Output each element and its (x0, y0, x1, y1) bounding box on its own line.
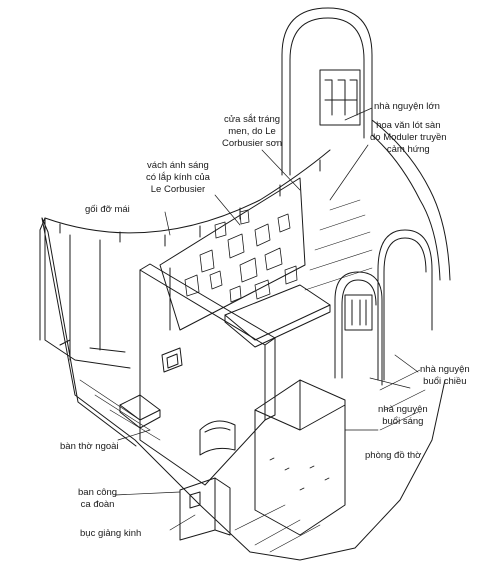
main-chapel-tower (281, 7, 373, 176)
east-wall (371, 134, 441, 281)
label-enamelled-door: cửa sắt tráng men, do Le Corbusier sơn (222, 114, 283, 149)
label-morning-chapel: nhà nguyện buổi sáng (378, 404, 428, 427)
label-outer-altar: bàn thờ ngoài (60, 441, 119, 452)
morning-chapel-tower (334, 271, 383, 386)
light-wall (159, 177, 306, 331)
pulpit (199, 420, 236, 456)
south-wall (44, 149, 331, 234)
leader-lines (114, 107, 419, 531)
sacristy-openings (269, 457, 330, 491)
afternoon-chapel-tower (377, 229, 433, 381)
floor-paving (79, 199, 426, 553)
choir-balcony (179, 477, 216, 541)
label-sacristy: phòng đồ thờ (365, 450, 422, 461)
label-afternoon-chapel: nhà nguyện buổi chiều (420, 364, 470, 387)
label-choir-balcony: ban công ca đoàn (78, 487, 118, 510)
label-pulpit: bục giảng kinh (80, 528, 142, 539)
label-main-chapel: nhà nguyện lớn (374, 101, 440, 112)
label-roof-support: gối đỡ mái (85, 204, 130, 215)
light-openings (184, 209, 298, 303)
label-floor-pattern: hoa văn lót sàn do Moduler truyền cảm hứ… (370, 120, 447, 155)
floor-slab (41, 217, 446, 561)
west-wall (139, 269, 266, 486)
label-light-wall: vách ánh sáng có lắp kính của Le Corbusi… (146, 160, 210, 195)
